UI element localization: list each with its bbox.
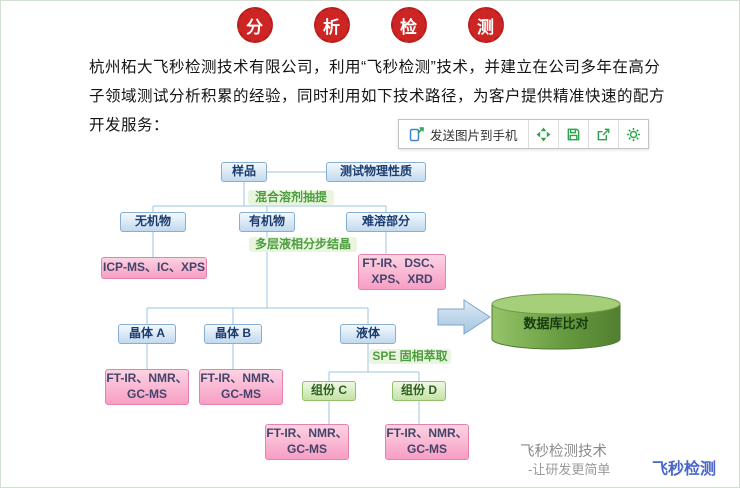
seal-stamp: 测 [467,7,504,43]
seal-stamp: 析 [313,7,350,43]
node-icp-methods: ICP-MS、IC、XPS [101,257,207,279]
fit-screen-button[interactable] [527,120,558,148]
node-inorganic: 无机物 [120,212,186,232]
node-insoluble: 难溶部分 [346,212,426,232]
node-crystal-a-methods: FT-IR、NMR、 GC-MS [105,369,189,405]
stamp-char: 分 [246,17,263,37]
send-to-phone-button[interactable]: 发送图片到手机 [399,120,528,148]
database-label: 数据库比对 [523,315,589,331]
seal-stamp: 分 [236,7,273,43]
seal-stamp: 检 [390,7,427,43]
node-sample: 样品 [221,162,267,182]
label-crystallization: 多层液相分步结晶 [249,237,357,252]
node-insoluble-methods: FT-IR、DSC、 XPS、XRD [358,254,446,290]
label-solvent-extraction: 混合溶剂抽提 [248,190,334,205]
watermark-brand: 飞秒检测 [652,461,717,478]
phone-send-icon [409,127,424,142]
stamp-row: 分 析 检 测 [1,7,739,43]
node-component-d: 组份 D [392,381,446,401]
node-crystal-b: 晶体 B [204,324,262,344]
watermark-line1: 飞秒检测技术 [520,444,607,460]
node-component-d-methods: FT-IR、NMR、 GC-MS [385,424,469,460]
node-organic: 有机物 [239,212,295,232]
database-cylinder [491,293,621,350]
watermark-slogan: 飞秒检测技术 -让研发更简单 [520,444,610,478]
big-right-arrow [437,299,491,335]
fit-screen-icon [535,126,551,142]
stamp-char: 测 [477,17,494,37]
gear-icon [626,127,640,141]
share-button[interactable] [587,120,618,148]
stamp-char: 检 [400,17,417,37]
save-icon [567,128,579,140]
image-toolbar: 发送图片到手机 [398,119,649,149]
stamp-char: 析 [323,17,340,37]
node-component-c: 组份 C [302,381,356,401]
node-liquid: 液体 [340,324,396,344]
node-crystal-a: 晶体 A [118,324,176,344]
watermark-line2: -让研发更简单 [528,462,611,477]
send-to-phone-label: 发送图片到手机 [430,128,518,143]
save-button[interactable] [557,120,588,148]
share-icon [597,128,609,140]
node-component-c-methods: FT-IR、NMR、 GC-MS [265,424,349,460]
node-crystal-b-methods: FT-IR、NMR、 GC-MS [199,369,283,405]
label-spe-extraction: SPE 固相萃取 [369,349,451,364]
settings-button[interactable] [617,120,648,148]
intro-text: 杭州柘大飞秒检测技术有限公司，利用“飞秒检测”技术，并建立在公司多年在高分子领域… [89,59,666,134]
node-physical-test: 测试物理性质 [326,162,426,182]
